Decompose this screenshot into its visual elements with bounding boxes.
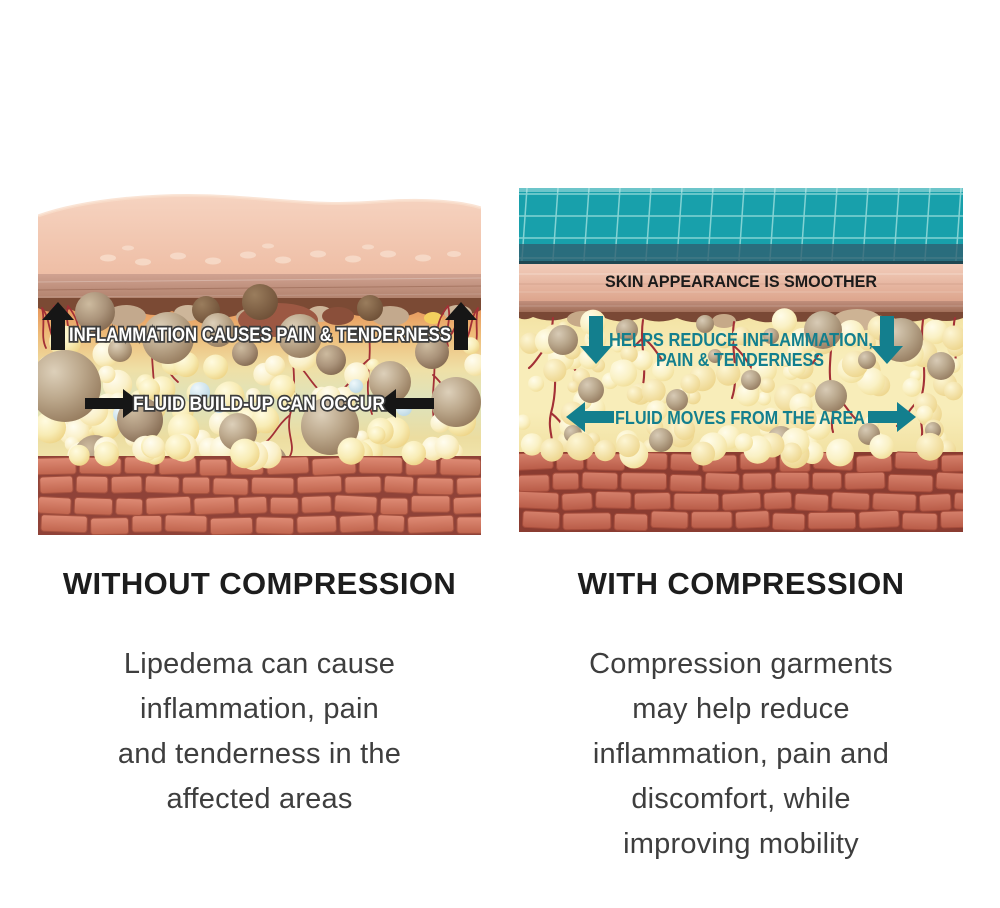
fluid-moves-label: FLUID MOVES FROM THE AREA bbox=[615, 408, 865, 428]
with-compression-caption: WITH COMPRESSION Compression garments ma… bbox=[519, 565, 963, 867]
description-line: may help reduce bbox=[632, 693, 850, 725]
fabric-shadow-band bbox=[519, 244, 963, 263]
up-arrow-icon bbox=[42, 302, 74, 350]
description-line: inflammation, pain and bbox=[592, 738, 890, 770]
skin-cross-section-before: INFLAMMATION CAUSES PAIN & TENDERNESS FL… bbox=[38, 194, 481, 535]
fat-bulge-row bbox=[520, 427, 944, 469]
skin-appearance-label: SKIN APPEARANCE IS SMOOTHER bbox=[605, 273, 877, 291]
without-compression-heading: WITHOUT COMPRESSION bbox=[62, 566, 457, 601]
with-compression-description: Compression garments may help reduce inf… bbox=[519, 642, 963, 867]
description-line: inflammation, pain bbox=[140, 693, 379, 725]
skin-cross-section-after: SKIN APPEARANCE IS SMOOTHER HELPS REDUCE… bbox=[519, 188, 963, 532]
down-arrow-icon bbox=[580, 316, 612, 364]
swelling-arrows bbox=[42, 302, 477, 418]
right-arrow-icon bbox=[85, 389, 142, 418]
without-compression-caption: WITHOUT COMPRESSION Lipedema can cause i… bbox=[38, 565, 481, 822]
left-arrow-icon bbox=[377, 389, 434, 418]
description-line: and tenderness in the bbox=[117, 738, 402, 770]
fat-bulge-row bbox=[68, 433, 460, 471]
description-line: discomfort, while bbox=[631, 783, 851, 815]
reduce-inflammation-label-line1: HELPS REDUCE INFLAMMATION, bbox=[609, 330, 873, 350]
without-compression-description: Lipedema can cause inflammation, pain an… bbox=[38, 642, 481, 822]
description-line: affected areas bbox=[166, 783, 353, 815]
description-line: Lipedema can cause bbox=[123, 648, 396, 680]
right-arrow-icon bbox=[868, 402, 916, 432]
epidermis-speckles bbox=[100, 243, 461, 266]
epidermis-layer bbox=[38, 195, 481, 278]
left-arrow-icon bbox=[566, 402, 614, 432]
compression-arrows bbox=[566, 316, 916, 432]
with-compression-heading: WITH COMPRESSION bbox=[577, 566, 905, 601]
fluid-label: FLUID BUILD-UP CAN OCCUR bbox=[133, 393, 385, 415]
description-line: improving mobility bbox=[623, 828, 859, 860]
epidermis-layer bbox=[519, 264, 963, 301]
description-line: Compression garments bbox=[589, 648, 893, 680]
reduce-inflammation-label-line2: PAIN & TENDERNESS bbox=[656, 350, 824, 370]
down-arrow-icon bbox=[871, 316, 903, 364]
with-compression-illustration: SKIN APPEARANCE IS SMOOTHER HELPS REDUCE… bbox=[519, 188, 963, 532]
without-compression-illustration: INFLAMMATION CAUSES PAIN & TENDERNESS FL… bbox=[38, 190, 481, 535]
up-arrow-icon bbox=[445, 302, 477, 350]
inflammation-label: INFLAMMATION CAUSES PAIN & TENDERNESS bbox=[69, 325, 451, 346]
